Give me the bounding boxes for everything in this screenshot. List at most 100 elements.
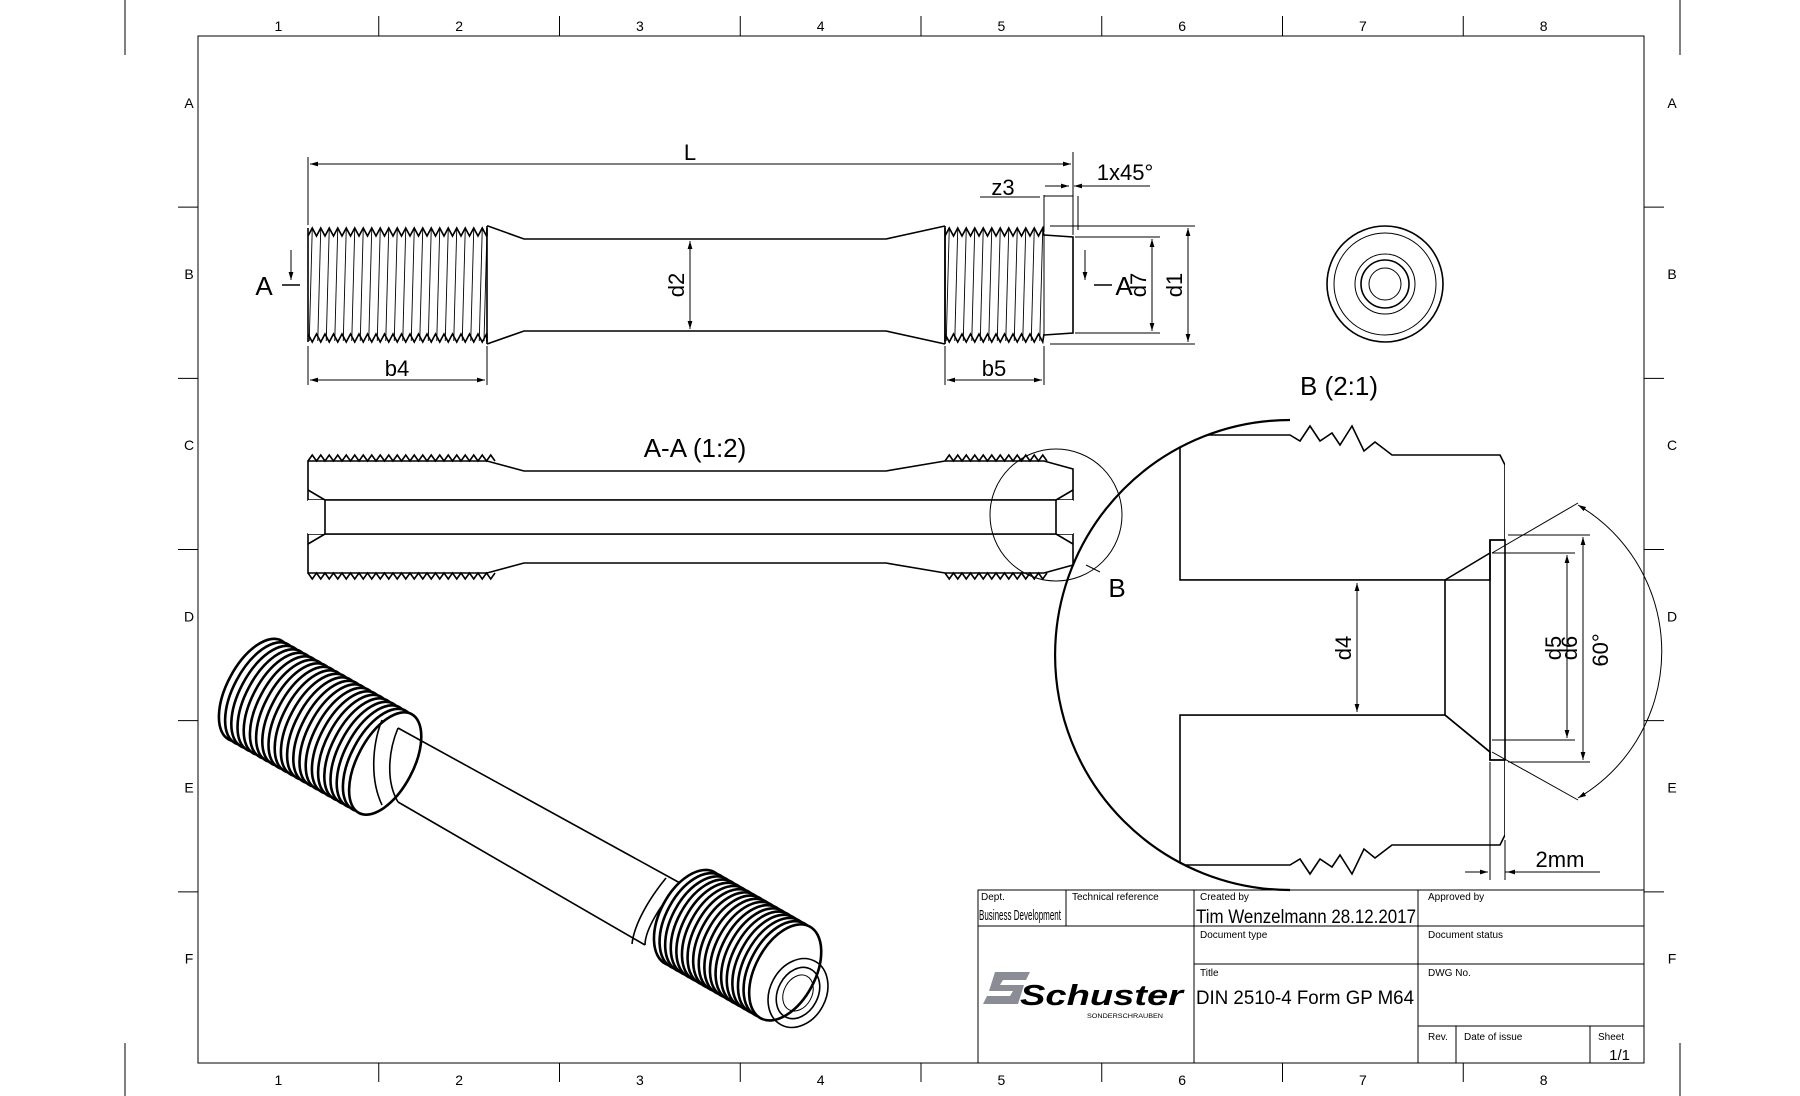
thread-line (342, 228, 347, 342)
thread-crest-bottom (944, 332, 1045, 345)
iso-thread-ring (747, 923, 823, 1022)
col-label-top: 2 (455, 18, 463, 34)
dim-d1-label: d1 (1162, 273, 1187, 297)
row-label-left: F (185, 951, 194, 967)
thread-line (325, 228, 330, 342)
approved-label: Approved by (1428, 892, 1484, 903)
thread-crest-top (307, 226, 488, 239)
row-label-right: D (1667, 608, 1677, 624)
row-label-right: C (1667, 437, 1677, 453)
title-label: Title (1200, 968, 1219, 979)
row-label-left: E (184, 780, 193, 796)
section-thread-teeth (307, 453, 1048, 581)
section-tooth-row (307, 571, 496, 581)
thread-line (444, 228, 449, 342)
title-value: DIN 2510-4 Form GP M64 (1196, 988, 1414, 1009)
section-view: A-A (1:2) B (307, 433, 1126, 603)
thread-line (436, 228, 441, 342)
thread-crest-bottom (307, 331, 488, 344)
thread-line (334, 228, 339, 342)
created-value: Tim Wenzelmann 28.12.2017 (1196, 907, 1416, 928)
thread-line (470, 228, 475, 342)
thread-line (1039, 228, 1044, 342)
dim-b5-label: b5 (982, 356, 1006, 381)
col-label-bottom: 2 (455, 1072, 463, 1088)
title-block: Dept. Business Development Technical ref… (977, 889, 1645, 1064)
col-label-bottom: 6 (1178, 1072, 1186, 1088)
dwg-label: DWG No. (1428, 968, 1471, 979)
thread-line (359, 228, 364, 342)
dim-d6-label: d6 (1557, 636, 1582, 660)
thread-line (317, 228, 322, 342)
thread-line (478, 228, 483, 342)
sheet-label: Sheet (1598, 1032, 1624, 1043)
thread-line (376, 228, 381, 342)
iso-top-thread (217, 637, 423, 816)
thread-line (1022, 228, 1027, 342)
techref-label: Technical reference (1072, 892, 1159, 903)
thread-line (962, 228, 967, 342)
main-view: L z3 1x45° d2 d7 d1 A A b4 (255, 140, 1195, 385)
col-label-bottom: 7 (1359, 1072, 1367, 1088)
grid-ticks (178, 16, 1664, 1082)
iso-thread-ring (347, 711, 423, 816)
dim-chamfer-label: 1x45° (1097, 160, 1154, 185)
end-view (1326, 225, 1444, 343)
isometric-view (217, 637, 829, 1029)
section-tooth-row (944, 453, 1048, 463)
row-label-left: A (184, 95, 194, 111)
dim-d4-label: d4 (1331, 636, 1356, 660)
thread-line (954, 228, 959, 342)
thread-crest-top (944, 225, 1045, 238)
col-label-bottom: 1 (274, 1072, 282, 1088)
thread-line (368, 228, 373, 342)
col-label-top: 4 (817, 18, 825, 34)
dim-d5-label: d5 (1541, 636, 1566, 660)
thread-line (419, 228, 424, 342)
doctype-label: Document type (1200, 930, 1268, 941)
thread-line (308, 228, 313, 342)
dim-z3-label: z3 (991, 175, 1014, 200)
dept-label: Dept. (981, 892, 1005, 903)
row-label-right: B (1667, 266, 1676, 282)
detail-circle (989, 448, 1123, 582)
dept-value: Business Development (979, 907, 1061, 924)
dim-d7-label: d7 (1126, 273, 1151, 297)
sheet-value: 1/1 (1609, 1047, 1630, 1064)
thread-line (393, 228, 398, 342)
col-label-top: 8 (1540, 18, 1548, 34)
company-logo: Schuster SONDERSCHRAUBEN (983, 972, 1185, 1020)
section-mark-right: A (1115, 271, 1133, 301)
dim-b4-label: b4 (385, 356, 409, 381)
rev-label: Rev. (1428, 1032, 1448, 1043)
col-label-top: 3 (636, 18, 644, 34)
iso-bottom-thread (652, 868, 823, 1022)
inner-border (197, 35, 1645, 1064)
thread-line (996, 228, 1001, 342)
col-label-top: 7 (1359, 18, 1367, 34)
thread-line (453, 228, 458, 342)
section-tooth-row (307, 453, 496, 463)
col-label-bottom: 4 (817, 1072, 825, 1088)
col-label-top: 5 (997, 18, 1005, 34)
left-thread (307, 226, 488, 344)
row-label-right: E (1667, 780, 1676, 796)
thread-line (1013, 228, 1018, 342)
row-label-left: C (184, 437, 194, 453)
thread-line (427, 228, 432, 342)
thread-line (351, 228, 356, 342)
date-label: Date of issue (1464, 1032, 1523, 1043)
dim-L-label: L (684, 140, 696, 165)
thread-line (1005, 228, 1010, 342)
section-tooth-row (944, 571, 1048, 581)
thread-line (971, 228, 976, 342)
logo-subtext: SONDERSCHRAUBEN (1087, 1014, 1163, 1020)
row-label-right: F (1668, 951, 1677, 967)
detail-title: B (2:1) (1300, 371, 1378, 401)
col-label-bottom: 8 (1540, 1072, 1548, 1088)
thread-line (1030, 228, 1035, 342)
dim-offset-label: 2mm (1536, 847, 1585, 872)
thread-line (385, 228, 390, 342)
